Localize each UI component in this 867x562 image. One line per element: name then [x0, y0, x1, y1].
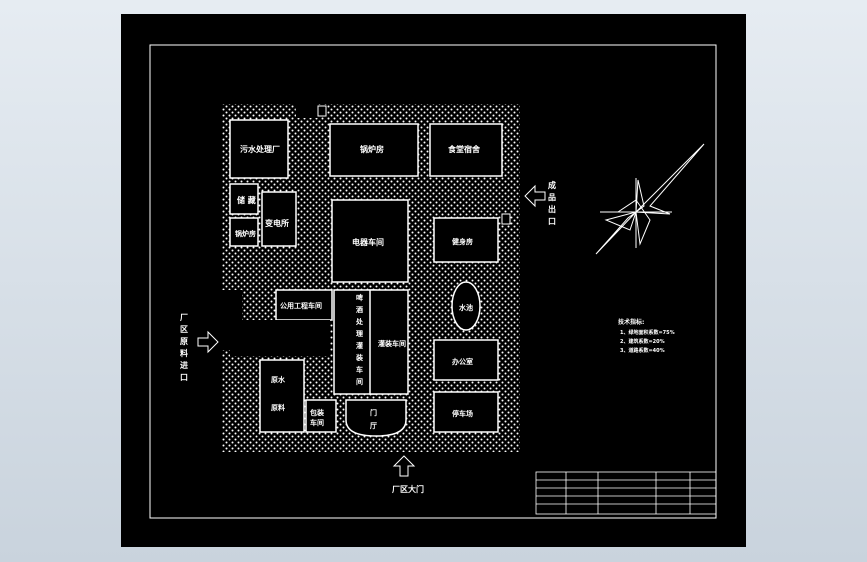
label-canteen: 食堂宿舍	[448, 144, 481, 154]
label-pool: 水池	[459, 303, 473, 312]
room-assembly	[369, 289, 409, 395]
room-storage	[229, 183, 259, 215]
svg-text:出: 出	[548, 204, 556, 214]
label-main-gate: 厂区大门	[392, 484, 424, 494]
label-boiler: 锅炉房	[359, 144, 384, 154]
label-substation: 变电所	[265, 218, 289, 228]
svg-text:酒: 酒	[356, 305, 363, 314]
svg-text:料: 料	[180, 348, 188, 358]
svg-text:处: 处	[355, 317, 364, 326]
marker-top	[317, 105, 327, 117]
notes-line2: 2、建筑系数=20%	[620, 338, 665, 345]
label-process-vertical: 啤	[356, 293, 363, 302]
notes-line1: 1、绿地面积系数=75%	[620, 329, 675, 336]
pool	[451, 281, 481, 331]
svg-text:灌: 灌	[356, 341, 363, 350]
wind-rose	[595, 143, 705, 255]
label-boiler2: 锅炉房	[234, 229, 256, 238]
room-boiler	[329, 123, 419, 177]
svg-text:进: 进	[180, 360, 188, 370]
svg-text:口: 口	[180, 373, 188, 382]
svg-text:品: 品	[548, 193, 556, 202]
room-canteen	[429, 123, 503, 177]
label-electrical: 电器车间	[352, 237, 384, 247]
label-hall-2: 厅	[370, 422, 377, 430]
room-boiler2	[229, 217, 259, 247]
label-office-workshop: 公用工程车间	[280, 301, 322, 310]
svg-text:装: 装	[355, 353, 363, 362]
room-office	[433, 339, 499, 381]
room-sewage	[229, 119, 289, 179]
title-block	[535, 471, 717, 515]
room-parking	[433, 391, 499, 433]
label-packaging-2: 车间	[310, 418, 324, 427]
room-hall	[345, 399, 407, 437]
svg-text:成: 成	[548, 180, 556, 190]
room-process	[333, 289, 377, 395]
svg-text:间: 间	[356, 377, 363, 386]
label-parking: 停车场	[452, 409, 473, 418]
notes-line3: 3、道路系数=40%	[620, 347, 665, 354]
label-storage: 储 藏	[236, 195, 256, 205]
room-gym	[433, 217, 499, 263]
label-raw: 原水	[271, 375, 286, 384]
room-substation	[261, 191, 297, 247]
room-electrical	[331, 199, 409, 283]
label-packaging: 包装	[310, 408, 324, 417]
marker-right	[501, 213, 511, 225]
notes-title: 技术指标:	[618, 318, 644, 326]
main-gate-arrow	[392, 455, 416, 477]
road-horizontal-mid	[230, 320, 330, 356]
svg-text:区: 区	[180, 325, 188, 334]
svg-text:厂: 厂	[180, 313, 188, 322]
label-office: 办公室	[452, 357, 473, 366]
inner-border	[149, 44, 717, 519]
label-gym: 健身房	[452, 237, 473, 246]
label-raw-2: 原料	[271, 403, 285, 412]
label-assembly-vertical: 灌装车间	[378, 339, 406, 348]
label-sewage: 污水处理厂	[240, 144, 280, 154]
svg-text:原: 原	[180, 337, 188, 346]
svg-text:理: 理	[356, 329, 363, 338]
svg-text:车: 车	[356, 365, 363, 374]
svg-text:口: 口	[548, 217, 556, 226]
room-raw-material	[259, 359, 305, 433]
label-hall: 门	[370, 408, 377, 417]
room-packaging	[305, 399, 337, 433]
raw-entrance-arrow	[197, 330, 219, 354]
product-exit-arrow	[524, 184, 546, 208]
